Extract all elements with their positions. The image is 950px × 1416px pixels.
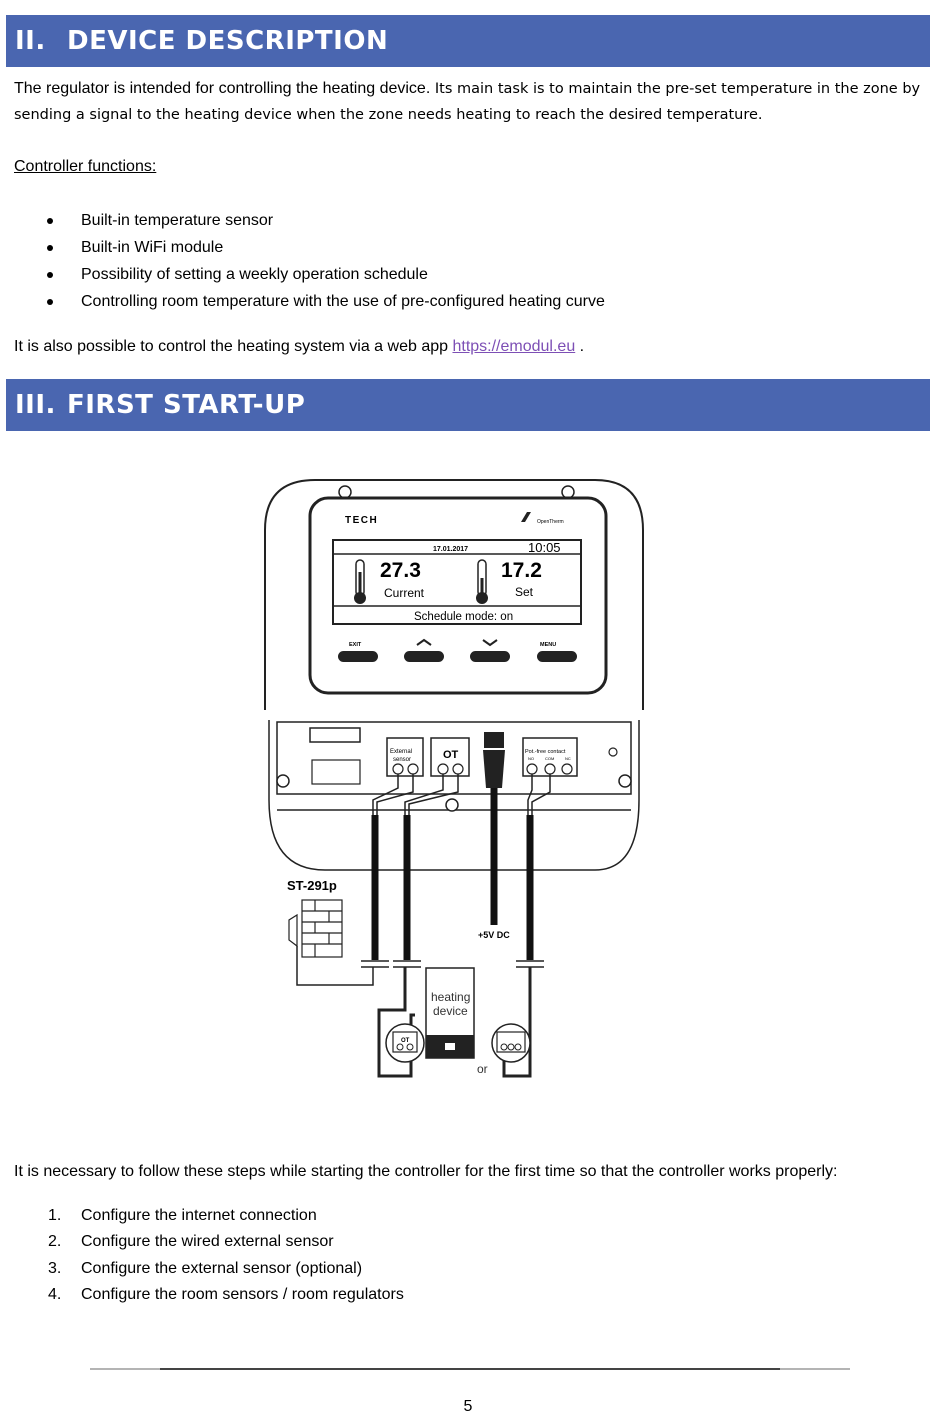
step-text: Configure the room sensors / room regula… bbox=[81, 1285, 404, 1303]
current-temp: 27.3 bbox=[380, 559, 421, 582]
schedule-mode: Schedule mode: on bbox=[414, 611, 513, 623]
opentherm-logo: OpenTherm bbox=[537, 519, 564, 525]
bullet-icon bbox=[47, 272, 53, 278]
list-item: 2. Configure the wired external sensor bbox=[0, 1229, 404, 1255]
bullet-icon bbox=[47, 299, 53, 305]
list-item: Built-in temperature sensor bbox=[0, 207, 605, 234]
screw-icon bbox=[276, 774, 290, 788]
section-2-title: DEVICE DESCRIPTION bbox=[67, 26, 389, 56]
nc-label: NC bbox=[565, 756, 571, 761]
steps-list: 1. Configure the internet connection 2. Co… bbox=[0, 1203, 404, 1308]
webapp-paragraph: It is also possible to control the heati… bbox=[14, 334, 584, 360]
up-arrow-icon bbox=[416, 638, 432, 646]
exit-label: EXIT bbox=[349, 642, 362, 648]
brand-logo: TECH bbox=[345, 515, 378, 526]
bullet-icon bbox=[47, 245, 53, 251]
list-item: Controlling room temperature with the us… bbox=[0, 288, 605, 315]
set-label: Set bbox=[515, 585, 534, 599]
wiring-diagram: TECH OpenTherm 17.01.2017 10:05 27.3 Cur… bbox=[264, 479, 644, 1078]
sensor-label: sensor bbox=[393, 757, 411, 763]
functions-list: Built-in temperature sensor Built-in WiF… bbox=[0, 207, 605, 315]
list-item-text: Built-in WiFi module bbox=[81, 239, 224, 256]
ot-small-label: OT bbox=[401, 1038, 410, 1044]
step-number: 4. bbox=[48, 1285, 62, 1303]
down-button bbox=[470, 651, 510, 662]
thermometer-icon bbox=[354, 559, 366, 604]
current-label: Current bbox=[384, 586, 425, 600]
com-label: COM bbox=[545, 756, 554, 761]
functions-heading: Controller functions: bbox=[14, 158, 157, 175]
section-2-number: II. bbox=[15, 26, 46, 56]
list-item-text: Controlling room temperature with the us… bbox=[81, 293, 605, 310]
intro-part-2: Its main task is to maintain the pre-set… bbox=[14, 81, 921, 123]
steps-intro: It is necessary to follow these steps wh… bbox=[14, 1163, 838, 1180]
webapp-end: . bbox=[575, 338, 585, 355]
section-2-header: II. DEVICE DESCRIPTION bbox=[6, 15, 930, 67]
no-label: NO bbox=[528, 756, 534, 761]
section-3-header: III. FIRST START-UP bbox=[6, 379, 930, 431]
up-button bbox=[404, 651, 444, 662]
footer-divider bbox=[90, 1368, 850, 1370]
exit-button bbox=[338, 651, 378, 662]
menu-button bbox=[537, 651, 577, 662]
menu-label: MENU bbox=[540, 642, 556, 648]
sensor-model-label: ST-291p bbox=[287, 878, 337, 893]
list-item: Possibility of setting a weekly operatio… bbox=[0, 261, 605, 288]
step-number: 1. bbox=[48, 1207, 62, 1224]
pot-free-label: Pot.-free contact bbox=[525, 749, 566, 755]
step-number: 2. bbox=[48, 1233, 62, 1251]
lcd-date: 17.01.2017 bbox=[433, 546, 468, 553]
step-text: Configure the external sensor (optional) bbox=[81, 1259, 363, 1277]
section-3-title: FIRST START-UP bbox=[67, 390, 306, 420]
emodul-link[interactable]: https://emodul.eu bbox=[452, 338, 576, 355]
power-label: +5V DC bbox=[478, 930, 510, 940]
step-text: Configure the wired external sensor bbox=[81, 1233, 334, 1251]
down-arrow-icon bbox=[482, 639, 498, 647]
step-text: Configure the internet connection bbox=[81, 1207, 317, 1224]
webapp-text: It is also possible to control the heati… bbox=[14, 338, 453, 355]
section-3-number: III. bbox=[15, 390, 56, 420]
bullet-icon bbox=[47, 218, 53, 224]
ot-label: OT bbox=[443, 749, 459, 761]
list-item: 4. Configure the room sensors / room regu… bbox=[0, 1282, 404, 1308]
list-item-text: Possibility of setting a weekly operatio… bbox=[81, 266, 428, 283]
heating-label: heating bbox=[431, 990, 470, 1004]
intro-paragraph: The regulator is intended for controllin… bbox=[14, 76, 926, 128]
thermometer-icon bbox=[476, 559, 488, 604]
list-item: 3. Configure the external sensor (optiona… bbox=[0, 1256, 404, 1282]
step-number: 3. bbox=[48, 1259, 62, 1277]
set-temp: 17.2 bbox=[501, 559, 542, 582]
list-item-text: Built-in temperature sensor bbox=[81, 212, 274, 229]
screw-icon bbox=[618, 774, 632, 788]
page-number: 5 bbox=[463, 1398, 473, 1415]
list-item: Built-in WiFi module bbox=[0, 234, 605, 261]
or-label: or bbox=[477, 1062, 488, 1076]
lcd-time: 10:05 bbox=[528, 540, 561, 555]
intro-part-1: The regulator is intended for controllin… bbox=[14, 80, 431, 97]
list-item: 1. Configure the internet connection bbox=[0, 1203, 404, 1229]
device-label: device bbox=[433, 1004, 468, 1018]
brick-wall-icon bbox=[301, 899, 343, 958]
external-label: External bbox=[390, 749, 412, 755]
